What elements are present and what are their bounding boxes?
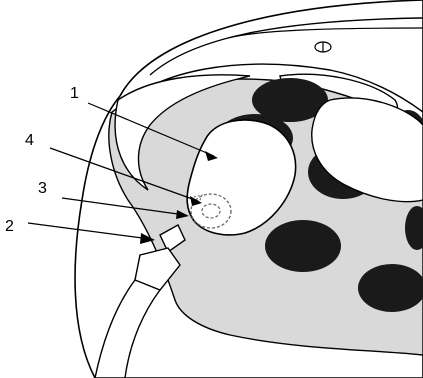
callout-number-4: 4: [25, 132, 34, 149]
callout-number-1: 1: [70, 85, 79, 102]
housing-pin-icon: [315, 42, 331, 52]
spot: [265, 220, 341, 272]
callout-number-2: 2: [5, 218, 14, 235]
callout-number-3: 3: [38, 180, 47, 197]
spot: [358, 264, 423, 312]
